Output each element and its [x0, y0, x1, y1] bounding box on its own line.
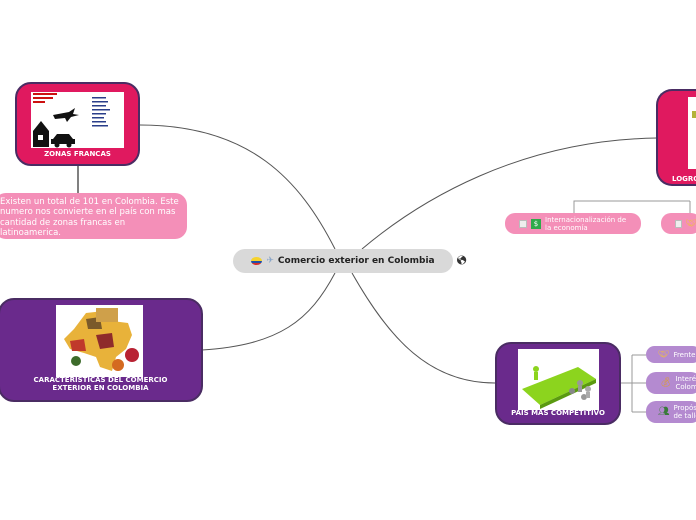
pais-competitivo-label: PAÍS MAS COMPETITIVO	[511, 409, 605, 417]
link-zonas-francas	[139, 124, 336, 250]
handshake-icon: 🤝︎	[685, 218, 696, 229]
pais-child-proposito[interactable]: 👥︎ Propós de talle	[646, 401, 696, 423]
zonas-francas-illustration	[31, 89, 124, 151]
logros-child-internacionalizacion[interactable]: $ Internacionalización de la economía	[505, 213, 641, 234]
logros-label: LOGROS	[672, 175, 696, 183]
logros-image-mark	[692, 111, 696, 118]
zonas-francas-note[interactable]: Existen un total de 101 en Colombia. Est…	[0, 193, 187, 239]
logros-child-second[interactable]: 🤝︎	[661, 213, 696, 234]
globe-icon: 🌎︎	[456, 256, 468, 266]
colombia-map-illustration	[56, 305, 143, 377]
central-topic[interactable]: ✈ Comercio exterior en Colombia	[233, 249, 453, 273]
pais-competitivo-image	[518, 349, 599, 410]
logros-image	[688, 97, 696, 169]
handshake-icon: 🤝︎	[658, 349, 670, 360]
people-icon: 👥︎	[658, 407, 670, 417]
link-pais-competitivo	[351, 272, 496, 384]
pais-competitivo-node[interactable]: PAÍS MAS COMPETITIVO	[495, 342, 621, 425]
caracteristicas-node[interactable]: CARACTERÍSTICAS DEL COMERCIO EXTERIOR EN…	[0, 298, 203, 402]
logros-node[interactable]: LOGROS	[656, 89, 696, 186]
link-caracteristicas	[201, 272, 336, 351]
caracteristicas-label: CARACTERÍSTICAS DEL COMERCIO EXTERIOR EN…	[33, 376, 168, 392]
link-pais-children	[621, 354, 646, 413]
logros-child-label: Internacionalización de la economía	[545, 215, 627, 232]
pais-child-label: Interé Colom	[675, 375, 696, 391]
pais-child-label: Frente	[673, 350, 696, 359]
chart-icon: $	[531, 218, 541, 229]
link-logros	[361, 137, 658, 250]
colombia-flag-icon	[251, 257, 263, 265]
pais-child-frente[interactable]: 🤝︎ Frente	[646, 346, 696, 363]
zonas-francas-image	[31, 89, 124, 151]
checkbox-icon[interactable]	[675, 219, 682, 228]
pais-child-label: Propós de talle	[673, 404, 696, 420]
caracteristicas-image	[56, 305, 143, 377]
airplane-icon: ✈	[266, 256, 274, 266]
competition-illustration	[518, 349, 599, 410]
link-logros-children	[573, 200, 691, 214]
zonas-francas-node[interactable]: ZONAS FRANCAS	[15, 82, 140, 166]
money-bag-icon: 💰︎	[660, 378, 672, 388]
zonas-francas-note-text: Existen un total de 101 en Colombia. Est…	[0, 196, 179, 239]
central-title: Comercio exterior en Colombia	[277, 256, 435, 266]
zonas-francas-label: ZONAS FRANCAS	[44, 150, 111, 158]
checkbox-icon[interactable]	[519, 219, 527, 228]
pais-child-interes[interactable]: 💰︎ Interé Colom	[646, 372, 696, 394]
